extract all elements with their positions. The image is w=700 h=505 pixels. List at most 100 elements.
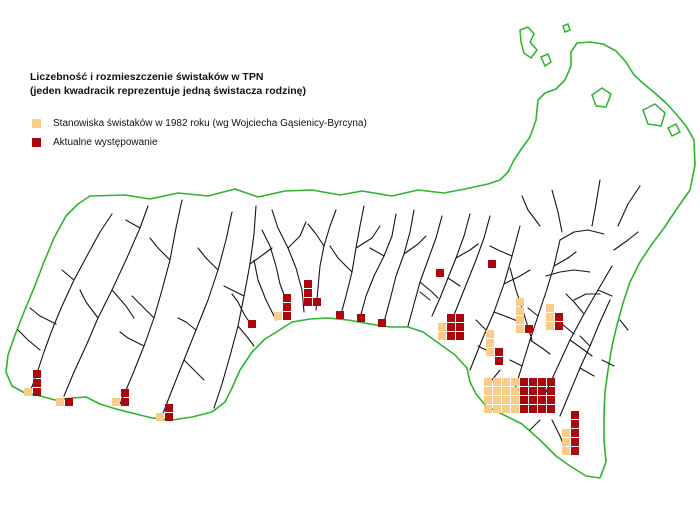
family-square-current <box>520 378 528 386</box>
family-square-historic <box>516 316 524 324</box>
family-square-historic <box>562 438 570 446</box>
family-square-historic <box>438 323 446 331</box>
family-square-historic <box>502 387 510 395</box>
family-square-historic <box>511 405 519 413</box>
family-square-historic <box>438 332 446 340</box>
family-square-historic <box>502 378 510 386</box>
family-square-current <box>571 447 579 455</box>
family-square-historic <box>493 387 501 395</box>
family-square-historic <box>112 398 120 406</box>
family-square-current <box>456 323 464 331</box>
family-square-current <box>529 378 537 386</box>
family-square-current <box>538 387 546 395</box>
family-square-current <box>447 323 455 331</box>
legend-current: Aktualne występowanie <box>32 137 158 148</box>
islet-north <box>591 87 612 108</box>
legend-historic: Stanowiska świstaków w 1982 roku (wg Woj… <box>32 118 367 129</box>
islet-north <box>519 26 538 60</box>
family-square-current <box>378 319 386 327</box>
family-square-historic <box>516 325 524 333</box>
legend-swatch-current <box>32 138 41 147</box>
islet-north <box>642 103 666 127</box>
family-square-historic <box>546 313 554 321</box>
family-square-current <box>304 289 312 297</box>
family-square-historic <box>484 378 492 386</box>
family-square-current <box>456 332 464 340</box>
family-square-current <box>555 313 563 321</box>
family-square-current <box>571 411 579 419</box>
family-square-current <box>165 404 173 412</box>
family-square-current <box>488 260 496 268</box>
family-square-current <box>447 314 455 322</box>
family-square-current <box>547 378 555 386</box>
park-boundary <box>5 41 696 479</box>
family-square-historic <box>484 387 492 395</box>
family-square-current <box>571 438 579 446</box>
family-square-historic <box>516 298 524 306</box>
family-square-current <box>165 413 173 421</box>
family-square-historic <box>493 405 501 413</box>
family-square-current <box>304 280 312 288</box>
family-square-current <box>529 387 537 395</box>
family-square-current <box>538 378 546 386</box>
family-square-current <box>520 396 528 404</box>
legend-label-historic: Stanowiska świstaków w 1982 roku (wg Woj… <box>53 118 367 129</box>
family-square-current <box>555 322 563 330</box>
islet-north <box>562 23 571 33</box>
family-square-historic <box>546 304 554 312</box>
family-square-current <box>313 298 321 306</box>
family-square-historic <box>562 447 570 455</box>
legend-swatch-historic <box>32 119 41 128</box>
family-square-historic <box>274 312 282 320</box>
family-square-current <box>304 298 312 306</box>
family-square-current <box>525 325 533 333</box>
family-square-current <box>538 396 546 404</box>
family-square-current <box>495 357 503 365</box>
family-square-historic <box>156 413 164 421</box>
family-square-historic <box>511 378 519 386</box>
family-square-current <box>495 348 503 356</box>
family-square-current <box>283 303 291 311</box>
family-square-current <box>121 389 129 397</box>
marmot-families <box>24 260 579 455</box>
family-square-current <box>357 314 365 322</box>
family-square-current <box>529 396 537 404</box>
family-square-historic <box>484 405 492 413</box>
family-square-historic <box>562 429 570 437</box>
family-square-historic <box>502 405 510 413</box>
family-square-current <box>121 398 129 406</box>
family-square-current <box>436 269 444 277</box>
family-square-current <box>33 370 41 378</box>
map-title: Liczebność i rozmieszczenie świstaków w … <box>30 71 264 83</box>
family-square-historic <box>516 307 524 315</box>
map-subtitle: (jeden kwadracik reprezentuje jedną świs… <box>30 85 307 97</box>
stream-network <box>17 179 641 447</box>
family-square-current <box>456 314 464 322</box>
family-square-current <box>520 387 528 395</box>
family-square-historic <box>493 378 501 386</box>
family-square-current <box>538 405 546 413</box>
family-square-current <box>283 312 291 320</box>
family-square-historic <box>484 396 492 404</box>
family-square-current <box>33 388 41 396</box>
family-square-historic <box>502 396 510 404</box>
family-square-current <box>248 320 256 328</box>
family-square-current <box>447 332 455 340</box>
family-square-historic <box>56 398 64 406</box>
family-square-historic <box>486 330 494 338</box>
family-square-current <box>547 405 555 413</box>
family-square-historic <box>511 387 519 395</box>
family-square-historic <box>546 322 554 330</box>
family-square-current <box>520 405 528 413</box>
family-square-current <box>547 387 555 395</box>
family-square-current <box>529 405 537 413</box>
family-square-current <box>336 311 344 319</box>
family-square-historic <box>486 348 494 356</box>
family-square-historic <box>486 339 494 347</box>
family-square-current <box>283 294 291 302</box>
family-square-current <box>547 396 555 404</box>
legend-label-current: Aktualne występowanie <box>53 137 158 148</box>
family-square-historic <box>24 388 32 396</box>
islet-north <box>540 53 552 68</box>
